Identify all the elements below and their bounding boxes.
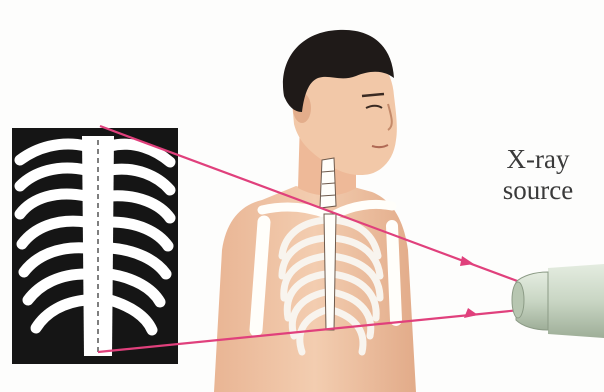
humerus-right	[392, 226, 396, 320]
machine-body	[548, 264, 604, 338]
sternum	[324, 214, 336, 330]
radiograph-film	[12, 128, 178, 364]
machine-aperture	[512, 282, 524, 318]
patient-torso	[214, 186, 416, 392]
humerus-left	[256, 222, 264, 330]
xray-source-label-line1: X-ray	[488, 144, 588, 175]
xray-source-label: X-ray source	[488, 144, 588, 206]
xray-source-label-line2: source	[488, 175, 588, 206]
